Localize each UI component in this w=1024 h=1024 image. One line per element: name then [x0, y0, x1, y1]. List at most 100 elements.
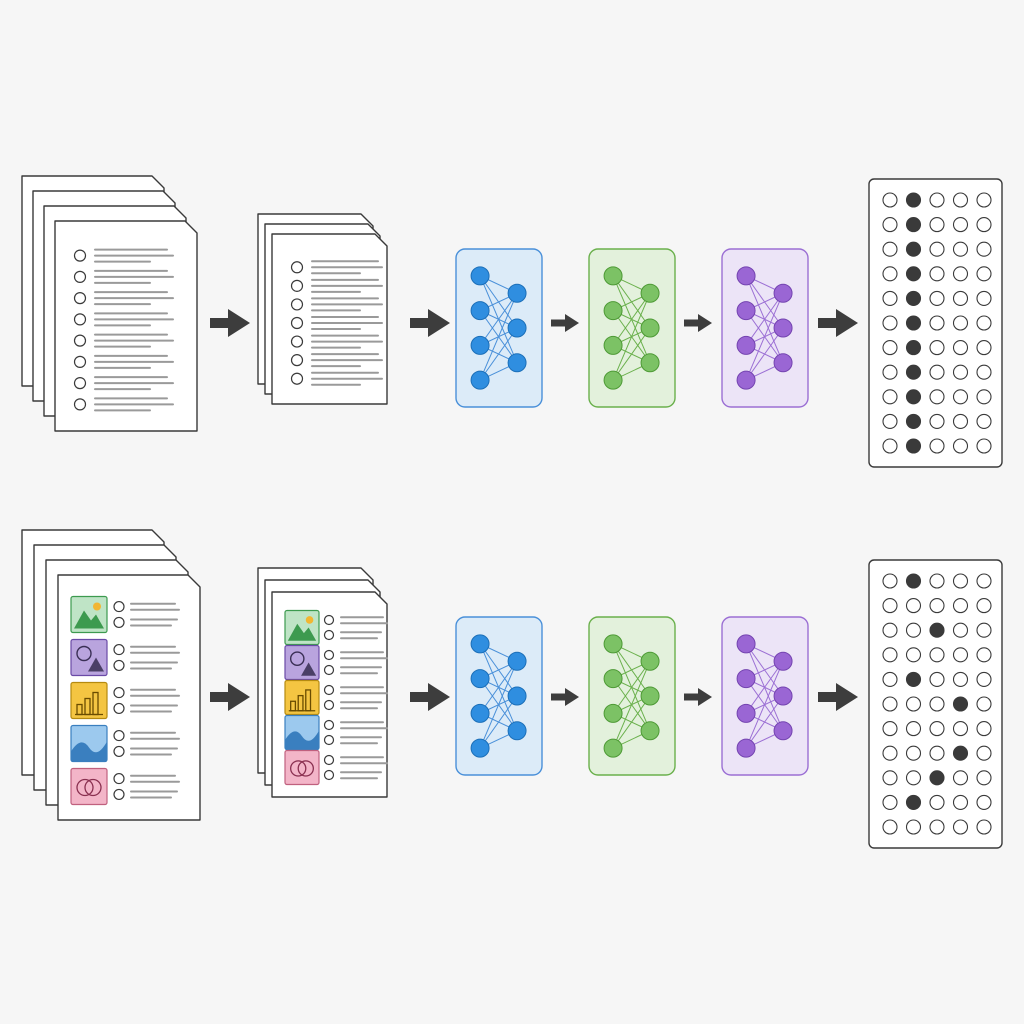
bar-chart-icon: [284, 679, 320, 716]
bullet-circle: [323, 754, 335, 766]
grid-dot-empty: [976, 389, 992, 405]
network-node: [640, 283, 660, 303]
network-node: [773, 283, 793, 303]
grid-dot-empty: [952, 413, 969, 429]
green-network-block: [588, 248, 676, 408]
grid-dot-empty: [952, 364, 969, 380]
grid-dot-empty: [952, 217, 969, 233]
grid-dot-empty: [929, 696, 945, 712]
triangle-shape: [301, 662, 317, 676]
blue-network-block: [455, 248, 543, 408]
subset-image-document-stack: [257, 567, 388, 798]
grid-dot-empty: [882, 192, 898, 208]
grid-dot-empty: [882, 671, 898, 687]
network-edge: [745, 661, 784, 749]
grid-dot-empty: [905, 721, 922, 737]
grid-dot-empty: [929, 192, 945, 208]
bullet-circle: [113, 643, 125, 656]
grid-dot-empty: [976, 598, 992, 614]
text-pipeline-row: [21, 175, 1003, 468]
network-edge: [479, 661, 518, 749]
wave-shape: [285, 730, 319, 750]
circles-icon: [70, 767, 108, 806]
network-edge: [612, 660, 651, 714]
bullet-circle: [290, 298, 304, 311]
grid-dot-empty: [882, 721, 898, 737]
circle-shape: [84, 778, 102, 797]
grid-dot-empty: [929, 647, 945, 663]
grid-dot-filled: [905, 290, 922, 306]
bullet-circle: [113, 745, 125, 758]
grid-dot-empty: [929, 241, 945, 257]
network-box: [455, 248, 543, 408]
flow-arrow: [551, 688, 579, 706]
bullet-circle: [323, 719, 335, 731]
grid-dot-empty: [952, 340, 969, 356]
network-node: [470, 634, 490, 654]
grid-dot-empty: [952, 315, 969, 331]
network-node: [736, 703, 756, 723]
grid-dot-empty: [929, 290, 945, 306]
grid-dot-empty: [976, 241, 992, 257]
network-edge: [612, 293, 651, 381]
grid-dot-filled: [905, 266, 922, 282]
grid-dot-empty: [976, 192, 992, 208]
grid-dot-empty: [882, 315, 898, 331]
grid-dot-empty: [952, 819, 969, 835]
grid-dot-empty: [882, 647, 898, 663]
bullet-circle: [73, 398, 87, 411]
grid-dot-empty: [929, 819, 945, 835]
bullet-circle: [290, 354, 304, 367]
wave-icon: [284, 714, 320, 751]
network-node: [736, 634, 756, 654]
bullet-circle: [323, 769, 335, 781]
bullet-circle: [113, 616, 125, 629]
image-document: [271, 591, 388, 798]
circles-icon: [284, 749, 320, 786]
network-node: [640, 318, 660, 338]
network-node: [507, 318, 527, 338]
bullet-circle: [113, 686, 125, 699]
grid-dot-filled: [905, 241, 922, 257]
grid-dot-empty: [882, 794, 898, 810]
network-node: [736, 738, 756, 758]
flow-arrow: [410, 683, 450, 711]
network-node: [736, 301, 756, 321]
network-node: [603, 301, 623, 321]
bullet-circle: [290, 335, 304, 348]
grid-dot-empty: [929, 315, 945, 331]
grid-dot-empty: [976, 438, 992, 454]
text-document: [271, 233, 388, 405]
network-node: [470, 703, 490, 723]
network-node: [736, 335, 756, 355]
grid-dot-empty: [929, 794, 945, 810]
shapes-icon: [284, 644, 320, 681]
grid-dot-empty: [929, 721, 945, 737]
flow-arrow: [210, 683, 250, 711]
network-node: [470, 669, 490, 689]
network-box: [455, 616, 543, 776]
bullet-circle: [290, 261, 304, 274]
bullet-circle: [323, 614, 335, 626]
wave-icon: [70, 724, 108, 763]
grid-dot-empty: [952, 266, 969, 282]
network-edge: [745, 660, 784, 714]
landscape-icon: [70, 595, 108, 634]
bullet-circle: [323, 734, 335, 746]
grid-dot-empty: [952, 647, 969, 663]
grid-dot-empty: [882, 598, 898, 614]
network-edge: [479, 293, 518, 381]
wave-shape: [71, 741, 107, 762]
grid-dot-empty: [952, 671, 969, 687]
network-node: [507, 721, 527, 741]
subset-document-stack: [257, 213, 388, 405]
bullet-circle: [113, 659, 125, 672]
bullet-circle: [323, 664, 335, 676]
grid-dot-empty: [976, 413, 992, 429]
network-node: [507, 686, 527, 706]
network-node: [773, 353, 793, 373]
grid-dot-empty: [952, 192, 969, 208]
grid-dot-empty: [929, 438, 945, 454]
grid-dot-filled: [929, 622, 945, 638]
